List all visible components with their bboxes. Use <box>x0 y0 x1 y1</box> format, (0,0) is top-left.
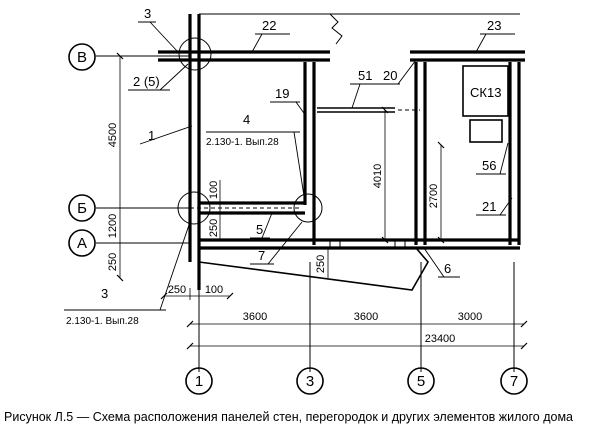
callout-3-top: 3 <box>138 6 179 53</box>
callout-20: 20 <box>378 59 417 85</box>
dimension-2700: 2700 <box>428 141 445 244</box>
callout-51: 51 <box>350 68 380 109</box>
callout-19: 19 <box>270 86 307 117</box>
svg-text:5: 5 <box>256 222 263 237</box>
axis-marker-3: 3 <box>296 367 324 395</box>
axis-marker-1: 1 <box>185 367 213 395</box>
callout-7: 7 <box>250 221 303 265</box>
detail-circles <box>177 37 323 225</box>
svg-text:100: 100 <box>205 284 223 296</box>
svg-text:250: 250 <box>315 255 327 273</box>
callout-56: 56 <box>476 142 509 175</box>
callout-4: 4 2.130-1. Вып.28 <box>206 112 305 197</box>
callout-3-bottom: 3 2.130-1. Вып.28 <box>64 221 191 327</box>
svg-text:2 (5): 2 (5) <box>133 74 160 89</box>
svg-text:3600: 3600 <box>243 311 267 323</box>
svg-text:1: 1 <box>195 373 203 390</box>
svg-text:7: 7 <box>510 373 518 390</box>
svg-text:2.130-1. Вып.28: 2.130-1. Вып.28 <box>206 137 279 148</box>
svg-text:20: 20 <box>383 68 397 83</box>
svg-text:3600: 3600 <box>354 311 378 323</box>
axis-marker-b: Б <box>68 194 96 222</box>
svg-text:3: 3 <box>101 286 108 301</box>
svg-text:5: 5 <box>417 373 425 390</box>
callout-1: 1 <box>139 125 193 145</box>
svg-text:А: А <box>77 235 87 252</box>
svg-text:250: 250 <box>107 253 119 271</box>
svg-text:3: 3 <box>144 6 151 21</box>
svg-text:23: 23 <box>487 18 501 33</box>
callout-2-5: 2 (5) <box>128 63 189 91</box>
svg-text:6: 6 <box>444 261 451 276</box>
svg-text:250: 250 <box>208 219 220 237</box>
svg-text:22: 22 <box>262 18 276 33</box>
svg-text:1: 1 <box>148 128 155 143</box>
axis-marker-7: 7 <box>500 367 528 395</box>
callout-22: 22 <box>251 18 290 53</box>
walls <box>158 13 525 290</box>
dimension-100: 100 <box>208 180 221 213</box>
svg-text:19: 19 <box>275 86 289 101</box>
svg-text:3: 3 <box>306 373 314 390</box>
balcony-slab-outline <box>198 247 429 291</box>
callout-ck13: СК13 <box>470 85 501 100</box>
svg-text:51: 51 <box>358 68 372 83</box>
axis-grid <box>96 55 515 372</box>
svg-text:7: 7 <box>258 248 265 263</box>
figure-caption: Рисунок Л.5 — Схема расположения панелей… <box>4 410 574 424</box>
callout-21: 21 <box>476 197 513 216</box>
svg-text:250: 250 <box>168 284 186 296</box>
axis-marker-5: 5 <box>407 367 435 395</box>
svg-text:В: В <box>77 49 87 66</box>
svg-text:21: 21 <box>482 199 496 214</box>
horizontal-dimension-small: 250 100 <box>160 284 234 300</box>
axis-marker-v: В <box>68 43 96 71</box>
axis-marker-a: А <box>68 229 96 257</box>
callout-23: 23 <box>475 18 515 53</box>
svg-text:2.130-1. Вып.28: 2.130-1. Вып.28 <box>66 316 139 327</box>
vertical-dimension-chain: 4500 1200 250 <box>107 52 124 282</box>
overall-dimension: 23400 <box>186 333 528 350</box>
dimension-250-bottom: 250 <box>315 248 329 278</box>
svg-text:СК13: СК13 <box>470 85 501 100</box>
dimension-250-mid: 250 <box>208 213 221 240</box>
svg-text:4: 4 <box>243 112 250 127</box>
svg-text:1200: 1200 <box>107 214 119 238</box>
svg-text:4010: 4010 <box>372 164 384 188</box>
svg-text:2700: 2700 <box>428 184 440 208</box>
svg-text:4500: 4500 <box>107 123 119 147</box>
svg-text:3000: 3000 <box>458 311 482 323</box>
callout-5: 5 <box>250 212 273 239</box>
dimension-4010: 4010 <box>372 106 389 244</box>
callout-6: 6 <box>423 247 460 278</box>
svg-text:23400: 23400 <box>425 333 456 345</box>
svg-text:Б: Б <box>77 200 87 217</box>
svg-text:100: 100 <box>208 181 220 199</box>
horizontal-dimension-chain: 3600 3600 3000 <box>186 311 528 328</box>
svg-text:56: 56 <box>482 158 496 173</box>
